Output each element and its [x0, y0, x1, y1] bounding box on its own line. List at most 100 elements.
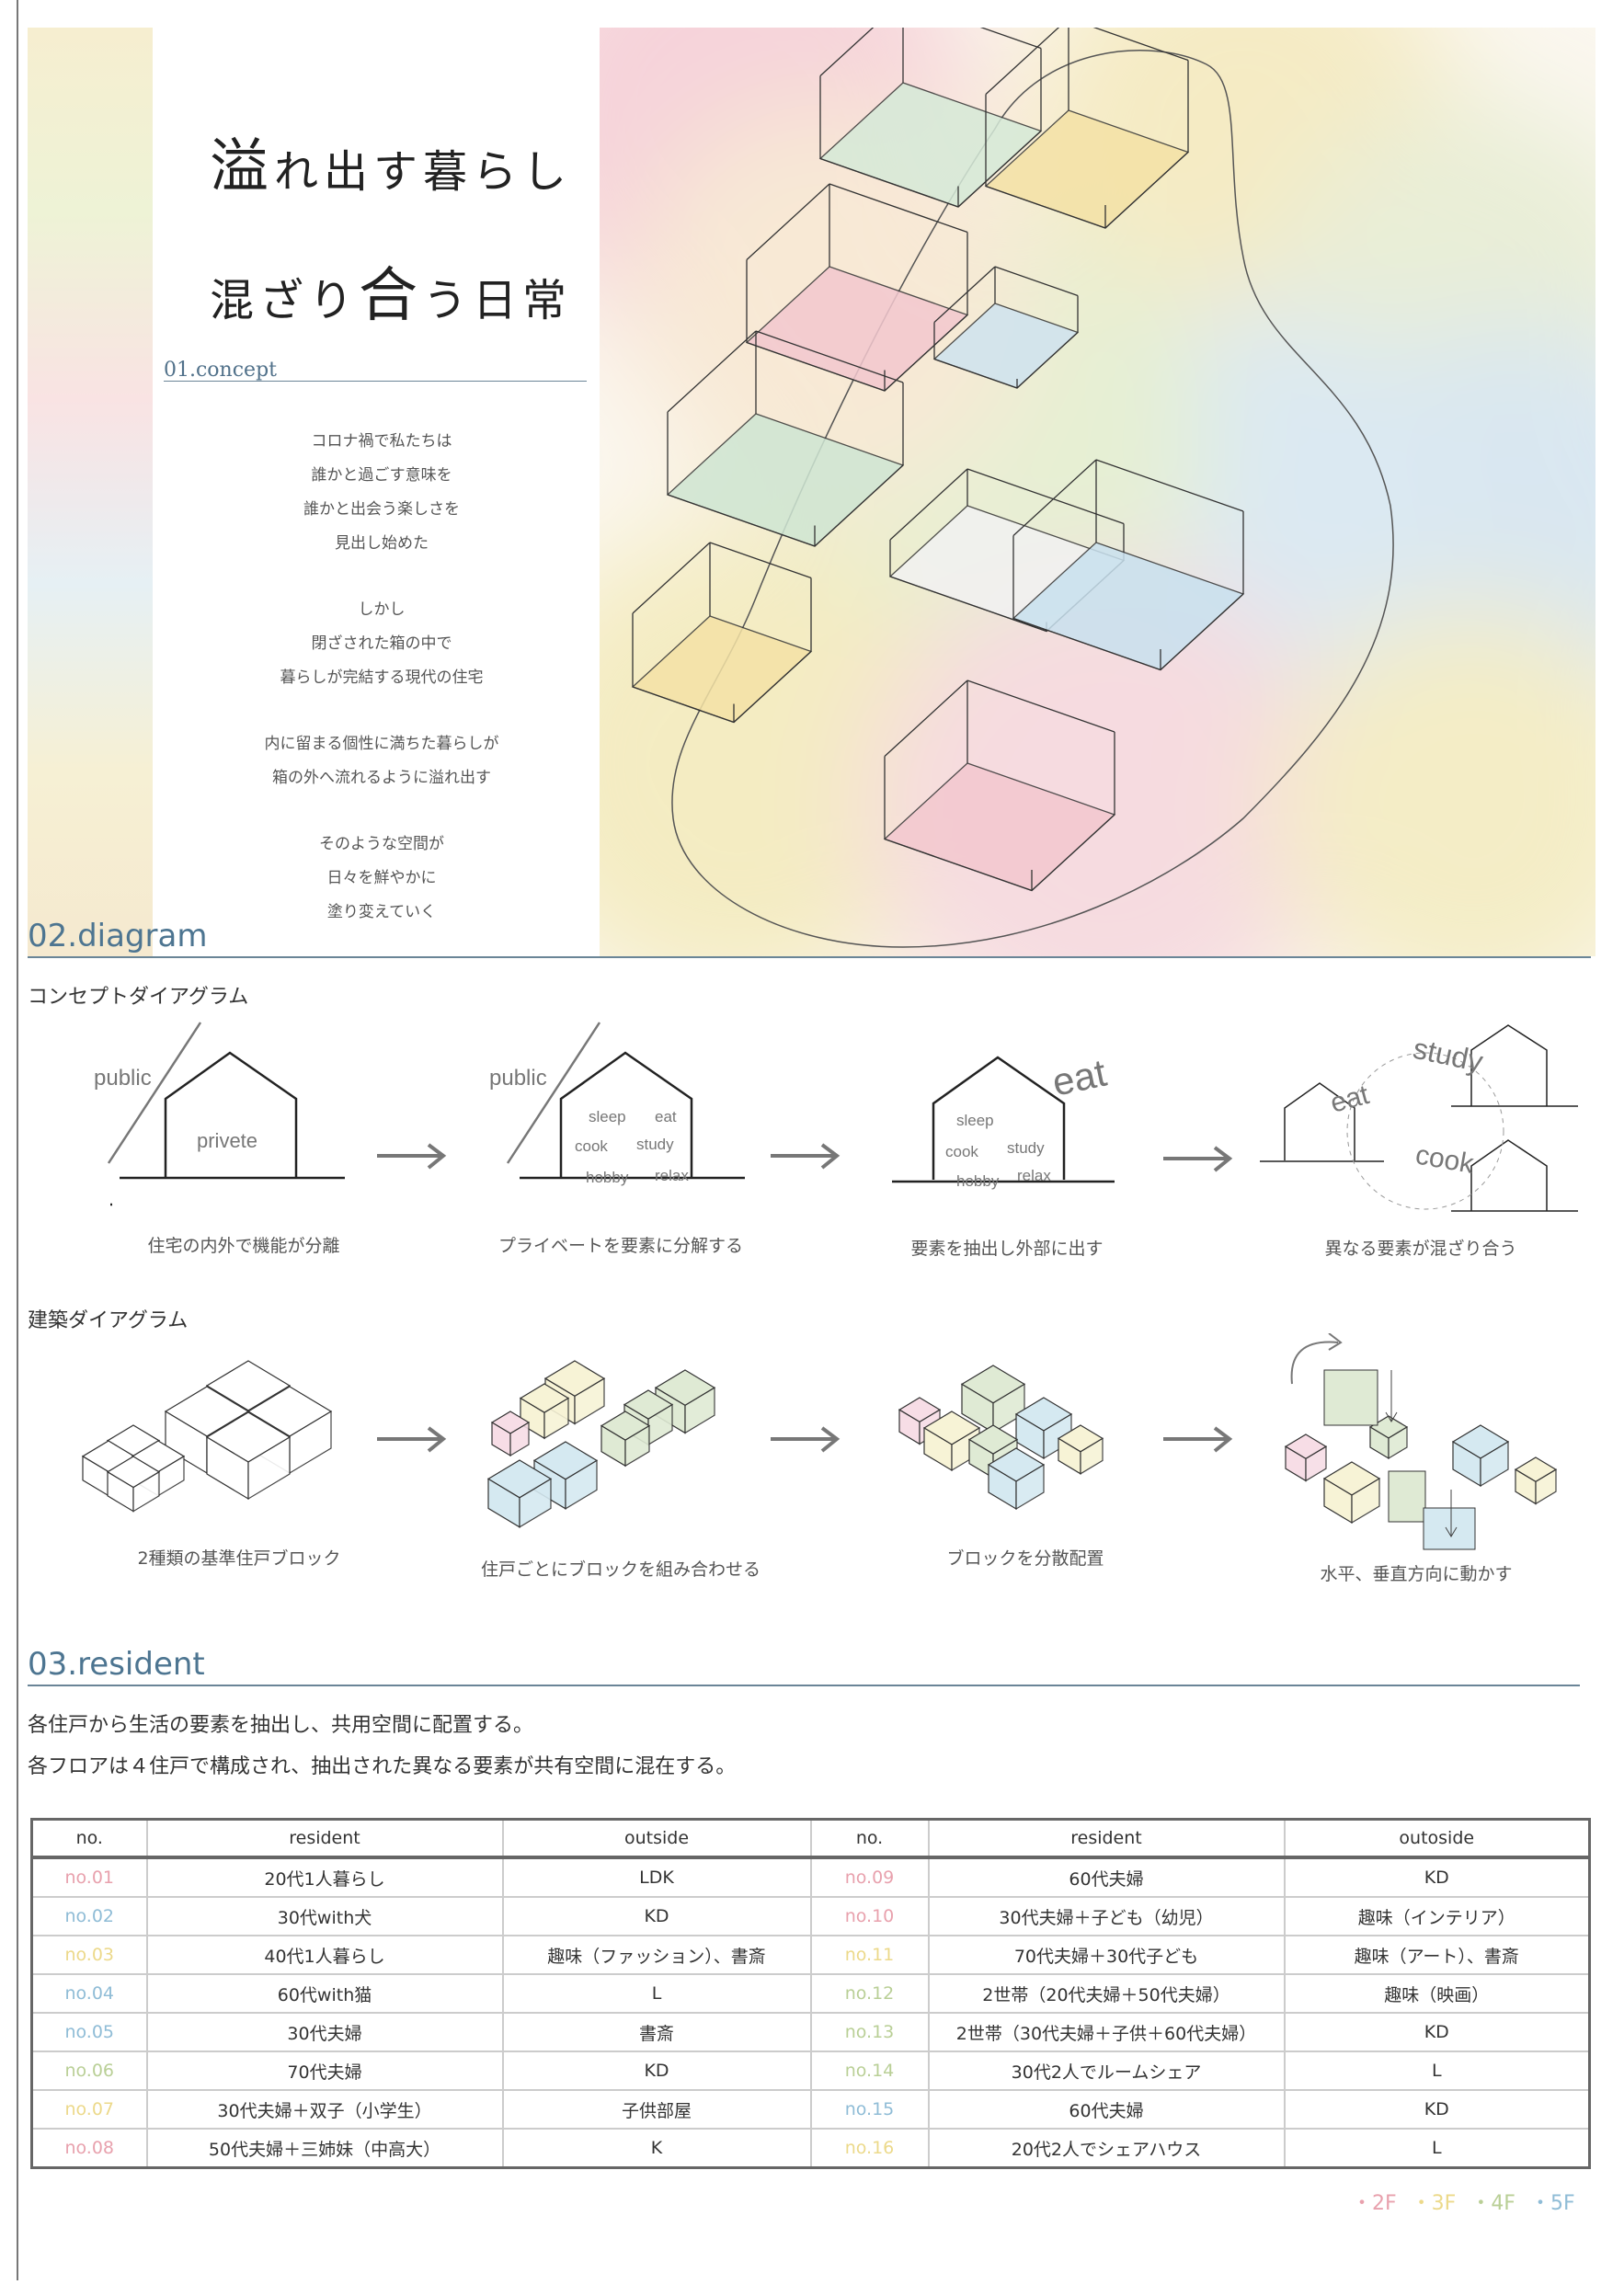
row-number: no.14 — [809, 2050, 930, 2091]
block-cube — [922, 1411, 981, 1472]
row-outside: 趣味（ファッション）、書斎 — [501, 1935, 812, 1975]
block-cube — [960, 1365, 1026, 1434]
word-relax: relax — [655, 1167, 689, 1184]
row-resident: 70代夫婦 — [145, 2050, 504, 2091]
resident-table: no. resident outside no. resident outosi… — [30, 1818, 1591, 2169]
block-cube — [1368, 1415, 1409, 1460]
row-outside: L — [1283, 2050, 1591, 2091]
concept-line: 誰かと過ごす意味を — [311, 466, 452, 485]
row-outside: KD — [1283, 2089, 1591, 2130]
row-number: no.16 — [809, 2128, 930, 2169]
pastel-strip — [28, 28, 153, 956]
house-4b — [1470, 1024, 1548, 1106]
row-outside: 子供部屋 — [501, 2089, 812, 2130]
row-number: no.02 — [30, 1896, 148, 1936]
row-resident: 50代夫婦＋三姉妹（中高大） — [145, 2128, 504, 2169]
block-cube — [486, 1459, 553, 1528]
block-cube — [1322, 1461, 1381, 1525]
concept-text: コロナ禍で私たちは誰かと過ごす意味を誰かと出会う楽しさを見出し始めたしかし閉ざさ… — [152, 425, 612, 962]
header-outside: outoside — [1283, 1818, 1591, 1859]
concept-diagram: public privete public sleep eat cook stu… — [94, 1022, 1578, 1212]
word-study-mixed: study — [1411, 1032, 1486, 1079]
resident-text-2: 各フロアは４住戸で構成され、抽出された異なる要素が共有空間に混在する。 — [28, 1755, 737, 1778]
row-resident: 20代2人でシェアハウス — [927, 2128, 1286, 2169]
concept-rule — [164, 381, 587, 382]
arch-diagram-title: 建築ダイアグラム — [28, 1309, 189, 1332]
concept-line: 日々を鮮やかに — [326, 869, 437, 887]
block-cube — [205, 1411, 292, 1501]
row-outside: 書斎 — [501, 2012, 812, 2052]
concept-line: 暮らしが完結する現代の住宅 — [280, 668, 484, 687]
architecture-diagram — [81, 1333, 1558, 1550]
concept-line: 箱の外へ流れるように溢れ出す — [272, 769, 491, 787]
word-eat-mixed: eat — [1327, 1079, 1372, 1119]
room-box — [932, 266, 1080, 389]
block-cube — [519, 1383, 570, 1440]
concept-line: そのような空間が — [319, 835, 444, 853]
row-outside: KD — [1283, 2012, 1591, 2052]
row-outside: KD — [501, 1896, 812, 1936]
row-number: no.04 — [30, 1973, 148, 2014]
row-outside: KD — [501, 2050, 812, 2091]
row-number: no.11 — [809, 1935, 930, 1975]
row-resident: 30代夫婦＋子ども（幼児） — [927, 1896, 1286, 1936]
block-cube — [1451, 1424, 1510, 1488]
legend-item: ・2F — [1352, 2192, 1397, 2215]
arch-caption-3: ブロックを分散配置 — [946, 1548, 1104, 1569]
word-cook: cook — [945, 1143, 978, 1160]
axonometric-illustration — [600, 28, 1595, 956]
concept-diagram-title: コンセプトダイアグラム — [28, 986, 249, 1009]
row-resident: 2世帯（30代夫婦＋子供＋60代夫婦） — [927, 2012, 1286, 2052]
row-outside: L — [1283, 2128, 1591, 2169]
arch-caption-2: 住戸ごとにブロックを組み合わせる — [480, 1559, 761, 1580]
word-cook-mixed: cook — [1413, 1139, 1477, 1180]
resident-heading: 03.resident — [28, 1646, 205, 1683]
concept-line: 誰かと出会う楽しさを — [303, 500, 460, 519]
room-box — [631, 542, 813, 724]
room-box — [984, 28, 1190, 229]
room-box — [1012, 459, 1245, 671]
block-cube — [600, 1411, 651, 1468]
block-cube — [490, 1411, 531, 1457]
house-4a — [1284, 1082, 1355, 1160]
header-resident: resident — [145, 1818, 504, 1859]
row-resident: 30代夫婦 — [145, 2012, 504, 2052]
block-elevation — [1423, 1507, 1476, 1550]
legend-item: ・3F — [1411, 2192, 1457, 2215]
room-box — [745, 183, 969, 392]
title-line-2: 混ざり合う日常 — [210, 262, 573, 330]
row-outside: K — [501, 2128, 812, 2169]
label-public: public — [94, 1066, 152, 1091]
row-number: no.13 — [809, 2012, 930, 2052]
page-border — [17, 0, 18, 2280]
concept-paragraph: そのような空間が日々を鮮やかに塗り変えていく — [152, 828, 612, 930]
row-resident: 20代1人暮らし — [145, 1856, 504, 1898]
row-resident: 60代夫婦 — [927, 2089, 1286, 2130]
row-number: no.10 — [809, 1896, 930, 1936]
block-elevation — [1323, 1369, 1378, 1426]
row-resident: 40代1人暮らし — [145, 1935, 504, 1975]
block-cube — [1514, 1456, 1558, 1505]
title-line-1: 溢れ出す暮らし — [210, 133, 573, 201]
row-outside: KD — [1283, 1856, 1591, 1898]
row-resident: 70代夫婦＋30代子ども — [927, 1935, 1286, 1975]
row-resident: 30代with犬 — [145, 1896, 504, 1936]
legend-item: ・4F — [1470, 2192, 1515, 2215]
concept-line: 見出し始めた — [335, 534, 429, 553]
concept-caption-2: プライベートを要素に分解する — [497, 1236, 743, 1256]
house-3 — [932, 1056, 1066, 1180]
row-number: no.05 — [30, 2012, 148, 2052]
concept-heading: 01.concept — [164, 359, 277, 382]
row-number: no.03 — [30, 1935, 148, 1975]
house-2 — [559, 1051, 693, 1177]
site-outline — [671, 50, 1394, 948]
label-private: privete — [197, 1129, 257, 1152]
header-no: no. — [809, 1818, 930, 1859]
word-hobby: hobby — [586, 1169, 629, 1186]
floor-legend: ・2F・3F・4F・5F — [1352, 2187, 1590, 2216]
